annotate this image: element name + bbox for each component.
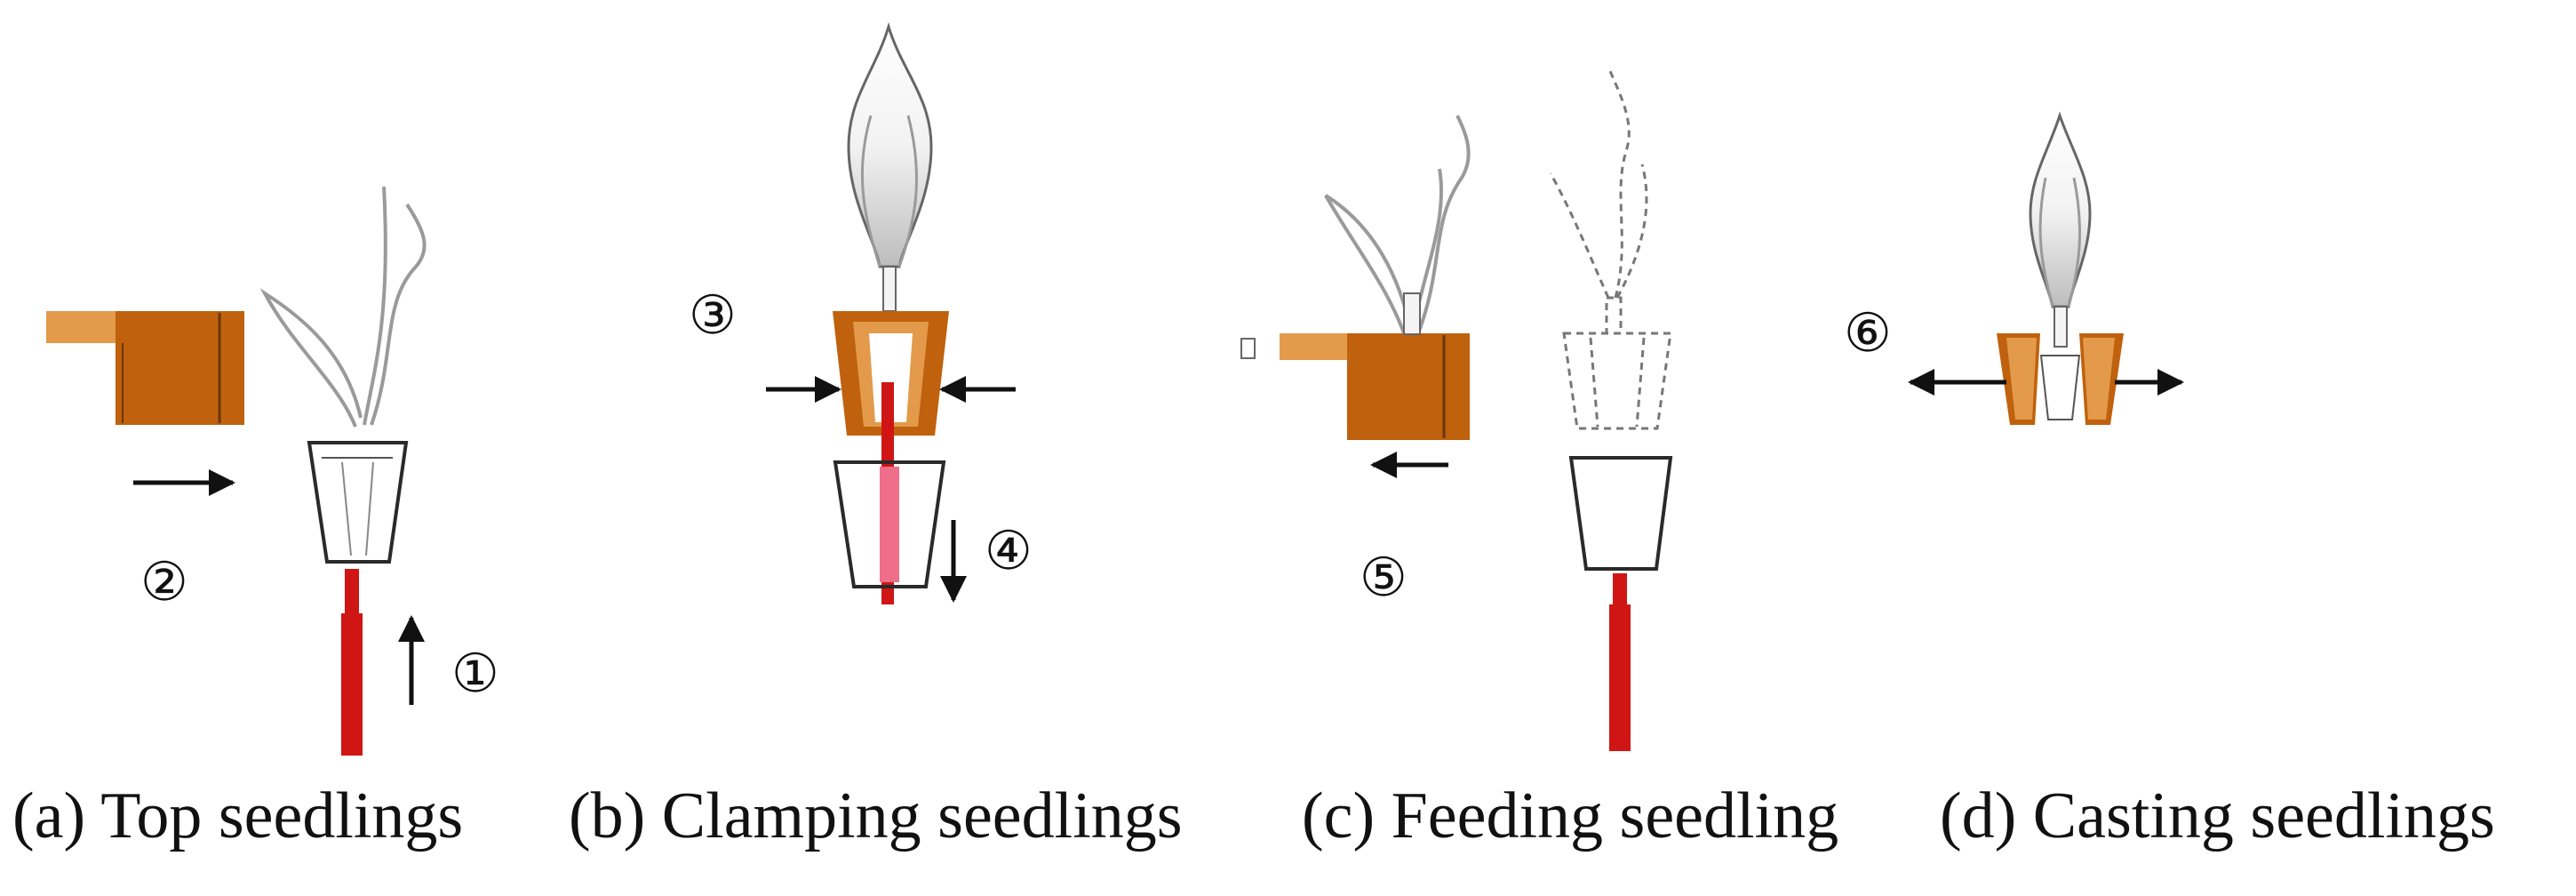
seedling-cup — [307, 441, 409, 564]
panel-d-caption: (d) Casting seedlings — [1940, 780, 2495, 852]
step-marker-6: ⑥ — [1844, 304, 1892, 363]
panel-a-caption: (a) Top seedlings — [12, 780, 463, 852]
panel-a-top-seedlings: ② ① (a) Top seedlings — [12, 186, 499, 852]
clamp — [833, 311, 949, 436]
step-marker-5: ⑤ — [1360, 548, 1408, 607]
panel-b-clamping-seedlings: ③ ④ (b) Clamping seedlings — [569, 21, 1183, 852]
seedling-bulb — [847, 21, 933, 268]
step-marker-4: ④ — [985, 522, 1033, 580]
gripper-block — [1280, 333, 1470, 440]
step-marker-3: ③ — [689, 286, 737, 345]
gripper-block — [46, 311, 244, 425]
open-clamp — [1997, 333, 2124, 425]
seedling-leaves — [1324, 115, 1471, 334]
seedling-cup — [833, 460, 946, 588]
panel-d-casting-seedlings: ⑥ (d) Casting seedlings — [1844, 111, 2495, 852]
step-marker-2: ② — [140, 553, 188, 612]
panel-c-feeding-seedling: ⑤ (c) Feeding seedling — [1240, 70, 1838, 852]
ghost-seedling — [1549, 70, 1672, 430]
panel-c-caption: (c) Feeding seedling — [1302, 780, 1838, 852]
seedling-bulb — [2029, 111, 2092, 308]
seedling-leaves — [259, 186, 427, 428]
seedling-cup — [1568, 456, 1673, 571]
panel-b-caption: (b) Clamping seedlings — [569, 780, 1183, 852]
step-marker-1: ① — [451, 644, 499, 703]
